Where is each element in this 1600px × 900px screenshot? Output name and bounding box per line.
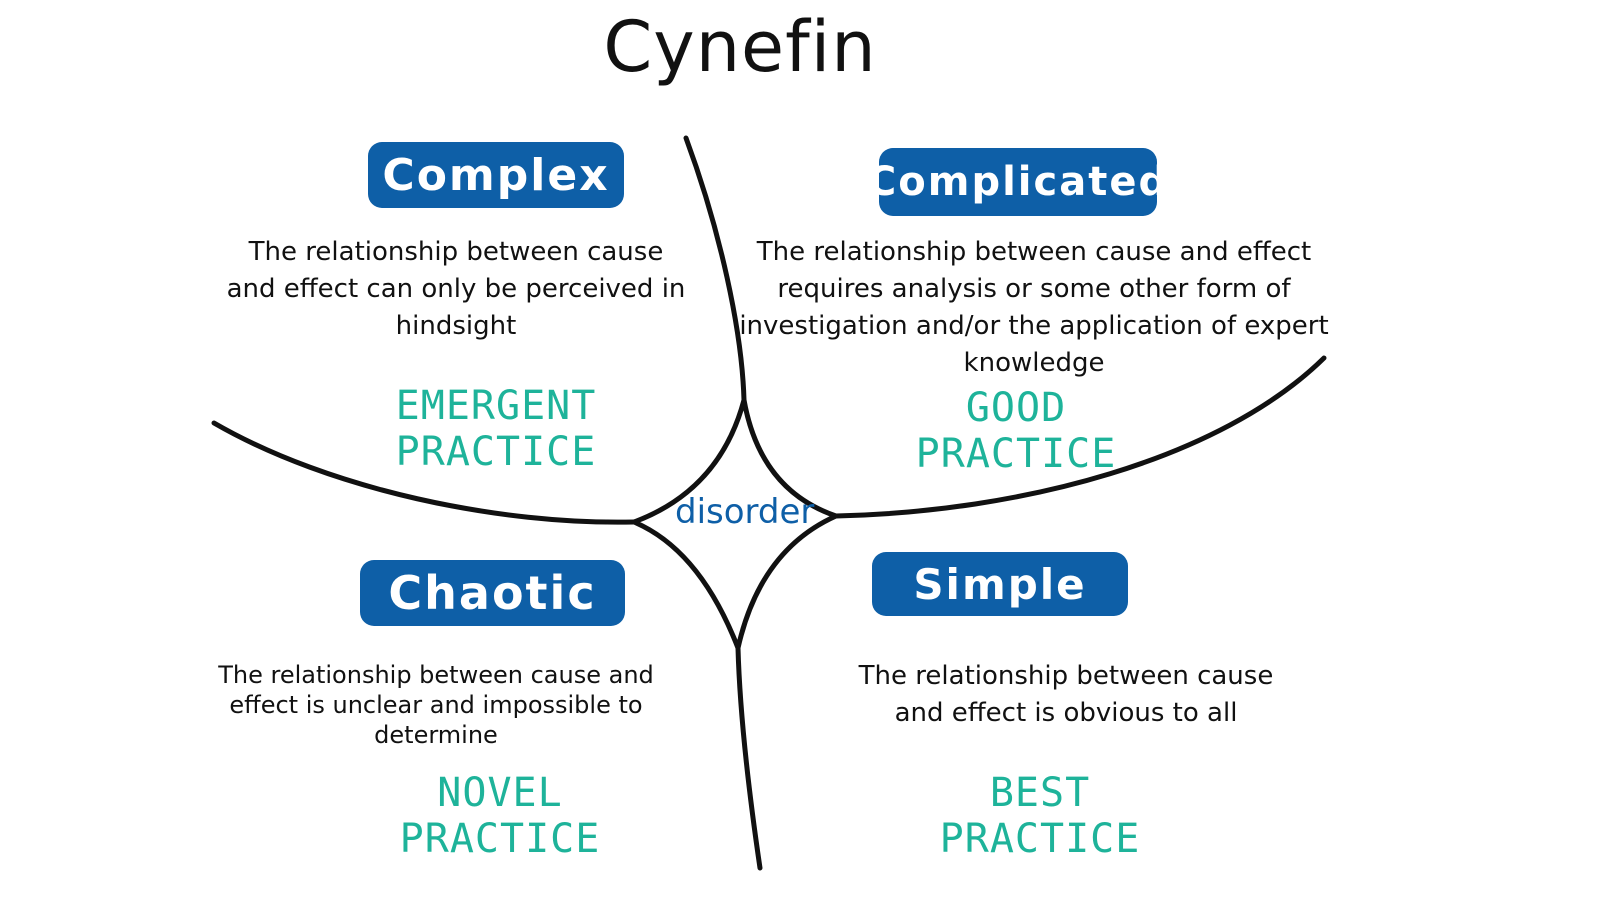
simple-description: The relationship between cause and effec…	[858, 661, 1274, 728]
boundary-top	[683, 135, 747, 403]
complex-badge: Complex	[368, 142, 624, 208]
chaotic-practice: NOVEL PRACTICE	[399, 770, 601, 862]
disorder-label: disorder	[675, 492, 815, 532]
chaotic-badge: Chaotic	[360, 560, 625, 626]
simple-label: Simple	[913, 559, 1087, 609]
complicated-description: The relationship between cause and effec…	[739, 237, 1329, 378]
complex-label: Complex	[382, 149, 610, 201]
chaotic-label: Chaotic	[388, 566, 597, 620]
boundary-bottom	[735, 645, 763, 871]
boundary-left	[211, 420, 637, 525]
simple-practice: BEST PRACTICE	[939, 770, 1141, 862]
complicated-label: Complicated	[866, 159, 1170, 205]
complex-description: The relationship between cause and effec…	[226, 237, 686, 341]
complex-practice: EMERGENT PRACTICE	[395, 383, 597, 475]
complicated-badge: Complicated	[867, 148, 1167, 216]
diagram-title: Cynefin	[603, 6, 877, 88]
chaotic-description: The relationship between cause and effec…	[218, 661, 654, 749]
simple-badge: Simple	[872, 552, 1128, 616]
complicated-practice: GOOD PRACTICE	[915, 385, 1117, 477]
disorder-boundary	[631, 397, 839, 651]
boundary-right	[833, 355, 1327, 519]
